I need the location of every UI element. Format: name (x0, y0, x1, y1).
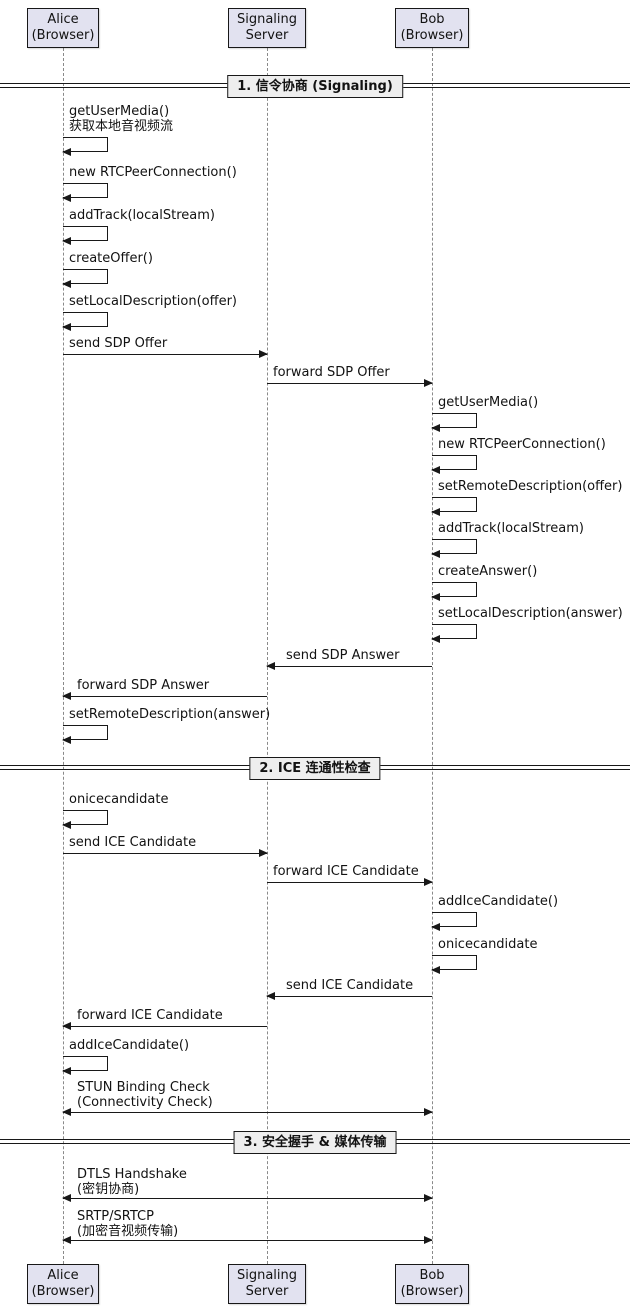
self-message-arrow (62, 137, 108, 156)
participant-name: Bob (419, 1268, 445, 1283)
lifeline-alice (63, 48, 64, 1264)
self-message-arrow (62, 312, 108, 331)
message-label: addTrack(localStream) (438, 521, 584, 536)
message-label: forward SDP Answer (77, 678, 210, 693)
participant-name: (Browser) (31, 28, 95, 43)
section-divider-label: 1. 信令协商 (Signaling) (227, 75, 403, 98)
section-divider-label: 2. ICE 连通性检查 (249, 757, 381, 780)
message-label: send ICE Candidate (286, 978, 414, 993)
participant-name: Bob (419, 12, 445, 27)
message-note: (Connectivity Check) (77, 1095, 213, 1110)
message-text: SRTP/SRTCP (77, 1209, 154, 1224)
message-text: STUN Binding Check (77, 1080, 210, 1095)
self-message-arrow (431, 955, 477, 974)
self-message-arrow (62, 269, 108, 288)
message-label: setLocalDescription(offer) (69, 294, 237, 309)
self-message-arrow (431, 455, 477, 474)
message-label: forward SDP Offer (273, 365, 390, 380)
message-label: addIceCandidate() (69, 1038, 190, 1053)
message-label: SRTP/SRTCP (加密音视频传输) (77, 1209, 178, 1239)
message-label: setRemoteDescription(answer) (69, 707, 271, 722)
participant-name: Server (245, 28, 289, 43)
participant-signaling-server-top: Signaling Server (228, 8, 306, 48)
message-label: forward ICE Candidate (273, 864, 419, 879)
self-message-arrow (62, 810, 108, 829)
participant-name: (Browser) (400, 1284, 464, 1299)
message-arrow (267, 878, 433, 886)
message-label: send SDP Answer (286, 648, 400, 663)
self-message-arrow (431, 582, 477, 601)
message-arrow (62, 1022, 267, 1030)
participant-name: Alice (47, 12, 79, 27)
participant-alice-bottom: Alice (Browser) (27, 1264, 99, 1304)
message-arrow (63, 849, 268, 857)
self-message-arrow (431, 539, 477, 558)
participant-alice-top: Alice (Browser) (27, 8, 99, 48)
message-label: setLocalDescription(answer) (438, 606, 623, 621)
message-label: createAnswer() (438, 564, 538, 579)
message-arrow (63, 350, 268, 358)
message-label: addIceCandidate() (438, 894, 559, 909)
participant-signaling-server-bottom: Signaling Server (228, 1264, 306, 1304)
message-label: new RTCPeerConnection() (438, 437, 606, 452)
message-label: setRemoteDescription(offer) (438, 479, 623, 494)
participant-name: Signaling (236, 1268, 298, 1283)
message-label: new RTCPeerConnection() (69, 165, 237, 180)
participant-bob-top: Bob (Browser) (395, 8, 469, 48)
message-label: getUserMedia() (438, 395, 539, 410)
message-label: onicecandidate (438, 937, 538, 952)
message-note: 获取本地音视频流 (69, 119, 174, 134)
participant-name: (Browser) (400, 28, 464, 43)
message-arrow (266, 992, 432, 1000)
message-arrow (62, 692, 267, 700)
self-message-arrow (431, 413, 477, 432)
message-arrow (62, 1194, 433, 1202)
self-message-arrow (62, 226, 108, 245)
message-label: forward ICE Candidate (77, 1008, 223, 1023)
lifeline-signaling-server (267, 48, 268, 1264)
self-message-arrow (431, 624, 477, 643)
message-label: STUN Binding Check (Connectivity Check) (77, 1080, 213, 1110)
self-message-arrow (62, 725, 108, 744)
message-arrow (62, 1236, 433, 1244)
message-label: getUserMedia() 获取本地音视频流 (69, 104, 173, 134)
message-text: DTLS Handshake (77, 1167, 187, 1182)
section-divider-label: 3. 安全握手 & 媒体传输 (233, 1131, 397, 1154)
message-arrow (267, 379, 433, 387)
lifeline-bob (432, 48, 433, 1264)
self-message-arrow (431, 497, 477, 516)
message-label: DTLS Handshake (密钥协商) (77, 1167, 187, 1197)
message-label: onicecandidate (69, 792, 169, 807)
participant-bob-bottom: Bob (Browser) (395, 1264, 469, 1304)
participant-name: Alice (47, 1268, 79, 1283)
message-note: (加密音视频传输) (77, 1224, 179, 1239)
message-arrow (62, 1108, 433, 1116)
self-message-arrow (62, 1056, 108, 1075)
participant-name: (Browser) (31, 1284, 95, 1299)
participant-name: Server (245, 1284, 289, 1299)
message-label: send SDP Offer (69, 336, 168, 351)
message-arrow (266, 662, 432, 670)
participant-name: Signaling (236, 12, 298, 27)
message-text: getUserMedia() (69, 104, 170, 119)
message-label: createOffer() (69, 251, 153, 266)
message-note: (密钥协商) (77, 1182, 140, 1197)
message-label: send ICE Candidate (69, 835, 197, 850)
message-label: addTrack(localStream) (69, 208, 215, 223)
self-message-arrow (431, 912, 477, 931)
self-message-arrow (62, 183, 108, 202)
